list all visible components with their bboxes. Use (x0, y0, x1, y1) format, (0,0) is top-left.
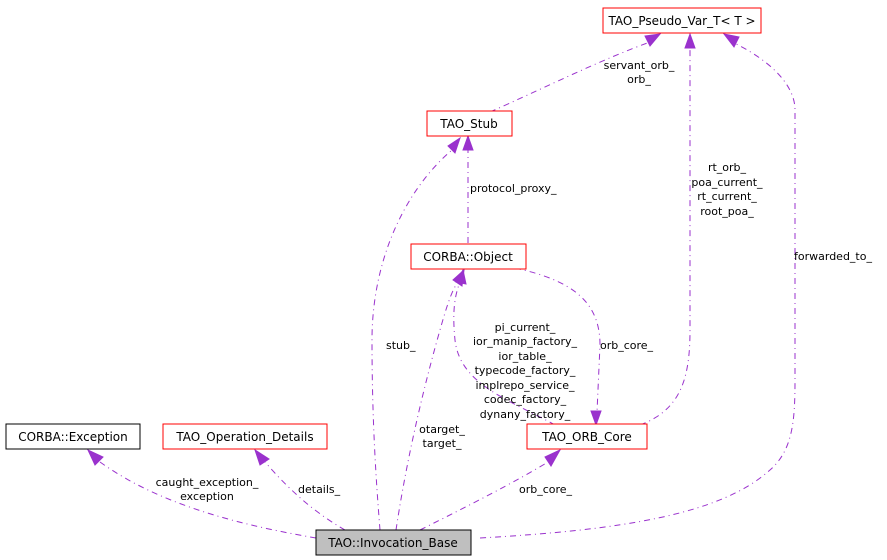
node-orb-core[interactable]: TAO_ORB_Core (526, 423, 648, 450)
node-label: CORBA::Exception (18, 430, 128, 444)
edge-invocation-to-stub (371, 149, 453, 531)
edge-label-invocation-to-exception: caught_exception_ exception (156, 476, 259, 503)
edge-label-line: rt_orb_ (708, 161, 747, 174)
edge-label-line: details_ (298, 483, 341, 496)
node-corba-object[interactable]: CORBA::Object (410, 243, 527, 270)
edge-label-line: forwarded_to_ (794, 250, 872, 263)
edge-invocation-to-object (395, 281, 459, 531)
node-label: CORBA::Object (423, 250, 513, 264)
arrowhead (452, 268, 465, 287)
edge-label-line: protocol_proxy_ (470, 182, 557, 195)
edge-label-line: codec_factory_ (484, 393, 567, 406)
edge-label-line: dynany_factory_ (480, 408, 571, 421)
arrowhead (254, 448, 270, 466)
edge-label-invocation-to-stub: stub_ (386, 339, 416, 352)
edge-label-invocation-to-object: otarget_ target_ (419, 423, 465, 450)
node-label: TAO_Operation_Details (175, 430, 313, 444)
edge-label-line: ior_manip_factory_ (473, 335, 578, 348)
edge-label-line: exception (180, 490, 234, 503)
edge-invocation-to-pseudo-var (479, 41, 796, 539)
arrowhead (644, 33, 662, 47)
edge-label-line: target_ (423, 437, 462, 450)
edge-label-line: poa_current_ (691, 176, 763, 189)
arrowhead (722, 33, 740, 48)
edge-label-line: servant_orb_ (604, 59, 675, 72)
edge-label-line: typecode_factory_ (475, 364, 576, 377)
node-label: TAO_ORB_Core (541, 430, 632, 444)
node-label: TAO::Invocation_Base (327, 536, 457, 550)
edge-label-object-to-orbcore: orb_core_ (600, 339, 654, 352)
node-corba-exception[interactable]: CORBA::Exception (5, 423, 141, 450)
edge-label-line: orb_core_ (519, 483, 573, 496)
edge-invocation-to-details (264, 461, 346, 531)
node-pseudo-var[interactable]: TAO_Pseudo_Var_T< T > (602, 7, 762, 34)
arrowhead (462, 134, 474, 151)
arrowhead (86, 448, 104, 466)
edge-label-line: pi_current_ (495, 321, 556, 334)
edge-label-line: rt_current_ (697, 190, 757, 203)
edge-label-line: orb_core_ (600, 339, 654, 352)
edge-label-line: root_poa_ (700, 205, 754, 218)
arrowhead (590, 410, 602, 427)
arrowhead (544, 448, 562, 467)
edge-label-object-to-stub: protocol_proxy_ (470, 182, 557, 195)
edge-label-line: orb_ (627, 73, 651, 86)
node-tao-stub[interactable]: TAO_Stub (426, 110, 513, 137)
node-operation-details[interactable]: TAO_Operation_Details (162, 423, 328, 450)
edge-label-invocation-to-orbcore: orb_core_ (519, 483, 573, 496)
arrowhead (447, 136, 461, 154)
edge-label-stub-to-pseudo: servant_orb_ orb_ (604, 59, 675, 86)
edge-label-line: stub_ (386, 339, 416, 352)
edge-label-orbcore-to-pseudo: rt_orb_ poa_current_ rt_current_ root_po… (691, 161, 763, 218)
edge-invocation-to-orbcore (419, 461, 549, 531)
edge-label-line: ior_table_ (498, 350, 552, 363)
node-label: TAO_Pseudo_Var_T< T > (607, 14, 755, 28)
edge-label-line: otarget_ (419, 423, 465, 436)
edge-label-line: implrepo_service_ (476, 379, 575, 392)
edge-orbcore-to-object (453, 281, 556, 426)
arrowhead (684, 32, 696, 49)
node-label: TAO_Stub (439, 117, 497, 131)
edge-object-to-orbcore (514, 267, 601, 413)
edge-label-orbcore-to-object: pi_current_ ior_manip_factory_ ior_table… (473, 321, 578, 421)
edge-orbcore-to-pseudo-var (639, 50, 691, 426)
edge-label-invocation-to-pseudo: forwarded_to_ (794, 250, 872, 263)
edge-stub-to-pseudo-var (489, 41, 651, 113)
edge-label-line: caught_exception_ (156, 476, 259, 489)
edge-label-invocation-to-details: details_ (298, 483, 341, 496)
node-invocation-base[interactable]: TAO::Invocation_Base (315, 529, 472, 556)
